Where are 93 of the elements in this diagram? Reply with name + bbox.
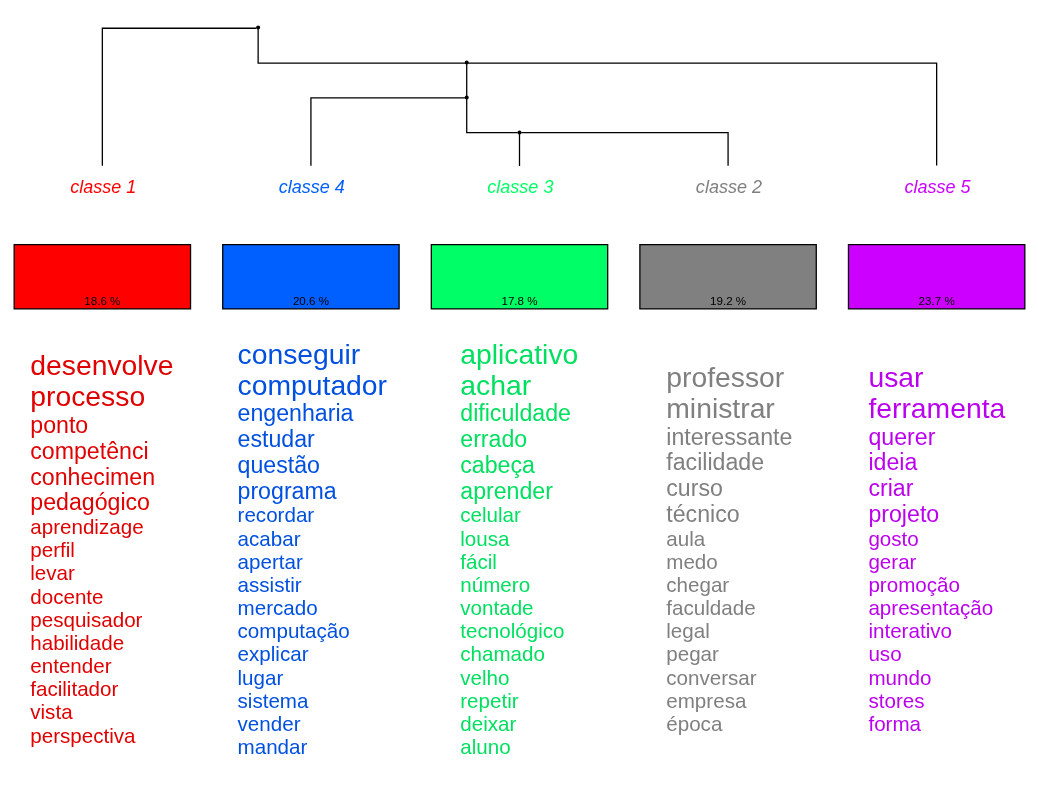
node-label: entender (29, 653, 112, 677)
node-label: usar (867, 360, 923, 393)
node-label: mercado (237, 595, 318, 619)
node-text: classe 4 (278, 176, 345, 197)
node-box: 20.6 % (221, 243, 400, 310)
node-label: deixar (459, 711, 516, 735)
node-label: ponto (29, 411, 88, 438)
node-point (516, 129, 522, 134)
node-label: técnico (665, 500, 740, 527)
node-label: velho (459, 665, 510, 689)
node-label: facilitador (29, 676, 118, 700)
node-label: sistema (237, 688, 308, 712)
node-label: repetir (459, 688, 519, 712)
node-label: dificuldade (459, 399, 571, 426)
node-point (464, 59, 469, 65)
node-label: docente (29, 584, 104, 608)
node-label: desenvolve (29, 348, 173, 381)
node-label: época (665, 711, 722, 735)
node-text: classe 5 (903, 176, 971, 197)
node-text: classe 2 (695, 176, 762, 197)
node-label: vontade (459, 595, 534, 619)
node-label: ferramenta (867, 391, 1005, 424)
node-box: 17.8 % (430, 243, 608, 310)
connector (518, 132, 520, 167)
node-label: competênci (29, 437, 149, 464)
node-label: computação (237, 618, 350, 642)
node-label: uso (867, 641, 902, 665)
node-label: interessante (665, 423, 792, 450)
node-text: classe 3 (486, 176, 553, 197)
node-label: processo (29, 379, 145, 412)
node-label: levar (29, 560, 75, 584)
node-label: acabar (237, 526, 301, 550)
node-label: promoção (867, 572, 960, 596)
node-box: 18.6 % (13, 243, 191, 310)
node-label: interativo (867, 618, 952, 642)
node-label: mundo (867, 665, 931, 689)
node-label: empresa (665, 688, 746, 712)
node-label: gosto (867, 526, 919, 550)
node-label: aluno (459, 734, 511, 758)
node-label: criar (867, 474, 913, 501)
node-label: chamado (459, 641, 545, 665)
node-label: assistir (237, 572, 302, 596)
node-label: explicar (237, 641, 309, 665)
node-label: fácil (459, 549, 497, 573)
node-label: perfil (29, 537, 75, 561)
node-label: apresentação (867, 595, 993, 619)
node-label: legal (665, 618, 710, 642)
node-label: facilidade (665, 448, 764, 475)
node-label: aplicativo (459, 337, 578, 370)
node-label: conseguir (237, 337, 360, 370)
node-label: chegar (665, 572, 729, 596)
node-box: 23.7 % (847, 243, 1025, 310)
node-label: conversar (665, 665, 757, 689)
node-label: medo (665, 549, 718, 573)
node-label: aula (665, 526, 705, 550)
node-label: conhecimen (29, 463, 155, 490)
node-label: mandar (237, 734, 307, 758)
node-label: perspectiva (29, 723, 136, 747)
node-label: apertar (237, 549, 303, 573)
node-label: professor (665, 360, 784, 393)
node-label: vista (29, 699, 73, 723)
connector (465, 97, 518, 133)
connector (101, 27, 257, 166)
node-label: tecnológico (459, 618, 564, 642)
node-label: stores (867, 688, 925, 712)
node-label: número (459, 572, 530, 596)
node-label: pesquisador (29, 607, 142, 631)
node-label: pegar (665, 641, 719, 665)
connector (309, 96, 466, 166)
node-label: vender (237, 711, 301, 735)
node-label: forma (867, 711, 921, 735)
node-label: faculdade (665, 595, 756, 619)
node-label: habilidade (29, 630, 124, 654)
node-label: projeto (867, 500, 939, 527)
node-label: aprendizage (29, 514, 144, 538)
node-label: estudar (237, 425, 315, 452)
node-point (255, 25, 260, 30)
connector (520, 131, 729, 166)
node-label: programa (237, 477, 337, 504)
node-label: querer (867, 423, 935, 450)
node-box: 19.2 % (638, 243, 817, 310)
node-label: errado (459, 425, 527, 452)
node-label: gerar (867, 549, 916, 573)
node-point (464, 94, 469, 99)
node-label: lousa (459, 526, 510, 550)
node-label: pedagógico (29, 488, 150, 515)
connector (257, 27, 466, 64)
node-label: questão (237, 451, 320, 478)
node-text: classe 1 (69, 176, 136, 197)
node-label: curso (665, 474, 723, 501)
node-label: cabeça (459, 451, 535, 478)
node-label: lugar (237, 665, 283, 689)
node-label: aprender (459, 477, 553, 504)
